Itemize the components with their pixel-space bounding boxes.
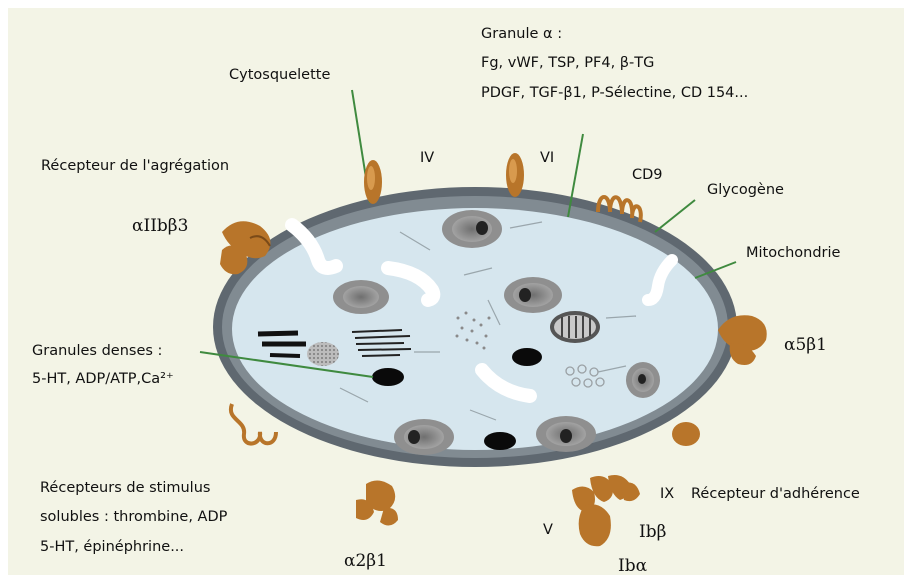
label-adhesion-receptor: Récepteur d'adhérence	[691, 484, 860, 504]
label-integrin-aiib-b3: αIIbβ3	[132, 216, 188, 236]
receptor-vi	[506, 153, 524, 197]
label-granule-alpha-title: Granule α :	[481, 24, 562, 44]
label-integrin-a5-b1: α5β1	[784, 335, 827, 355]
dotted-granule	[307, 342, 339, 366]
label-receptor-v: V	[543, 520, 553, 540]
receptor-a2-b1	[356, 480, 398, 525]
label-granule-alpha-line1: Fg, vWF, TSP, PF4, β-TG	[481, 53, 654, 73]
label-dense-granules-content: 5-HT, ADP/ATP,Ca²⁺	[32, 369, 174, 389]
label-cd9: CD9	[632, 165, 663, 185]
label-dense-granules-title: Granules denses :	[32, 341, 162, 361]
label-ib-beta: Ibβ	[639, 522, 666, 542]
label-stimulus-line3: 5-HT, épinéphrine...	[40, 537, 184, 557]
label-receptor-iv: IV	[420, 148, 434, 168]
label-integrin-a2-b1: α2β1	[344, 551, 387, 571]
label-granule-alpha-line2: PDGF, TGF-β1, P-Sélectine, CD 154...	[481, 83, 748, 103]
label-receptor-vi: VI	[540, 148, 554, 168]
label-ib-alpha: Ibα	[618, 556, 647, 576]
label-aggregation-receptor: Récepteur de l'agrégation	[41, 156, 229, 176]
receptor-iv	[364, 160, 382, 204]
label-glycogen: Glycogène	[707, 180, 784, 200]
label-cytoskeleton: Cytosquelette	[229, 65, 330, 85]
label-stimulus-line1: Récepteurs de stimulus	[40, 478, 210, 498]
receptor-ix	[672, 422, 700, 446]
mitochondrion	[550, 311, 600, 343]
label-stimulus-line2: solubles : thrombine, ADP	[40, 507, 227, 527]
receptor-gpib-complex	[572, 475, 640, 546]
label-receptor-ix: IX	[660, 484, 674, 504]
label-mitochondria: Mitochondrie	[746, 243, 840, 263]
